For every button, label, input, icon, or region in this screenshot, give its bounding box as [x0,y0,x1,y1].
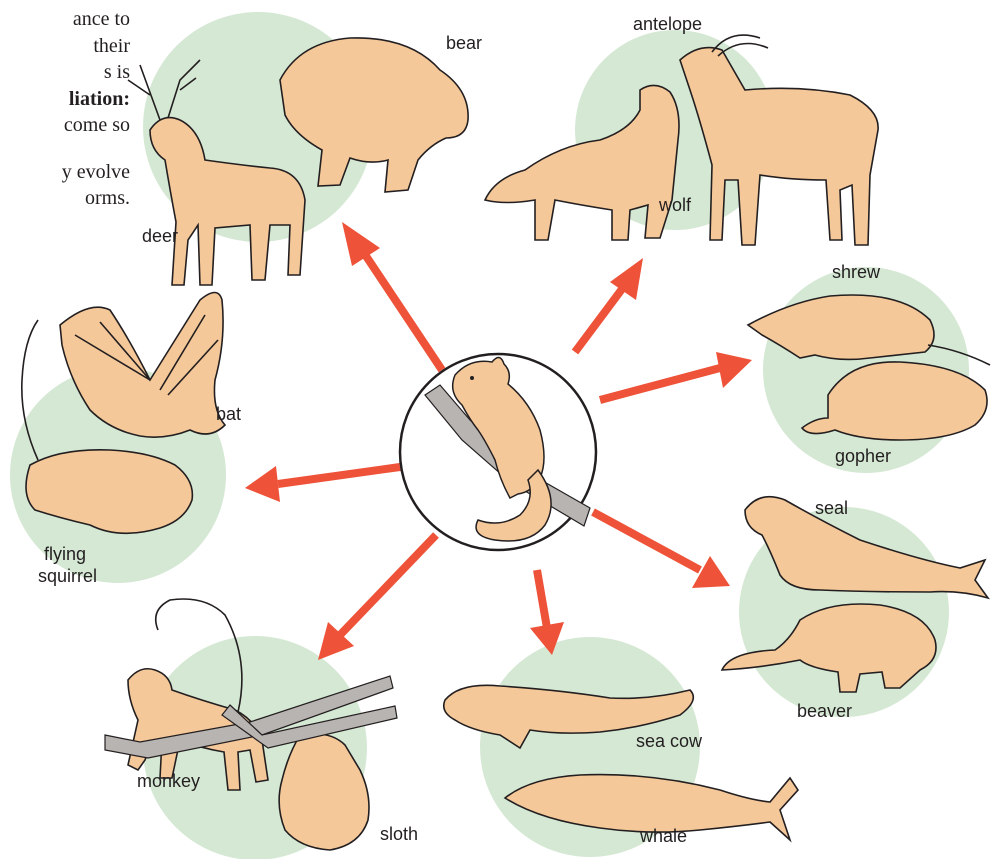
intro-line-6: y evolve [0,159,130,186]
intro-line-2: their [0,33,130,60]
label-monkey: monkey [137,771,200,791]
label-seal: seal [815,498,848,518]
label-bat: bat [216,404,241,424]
arrow-to-bat-squirrel [245,466,400,502]
label-antelope: antelope [633,14,702,34]
label-flying-squirrel-1: flying [44,544,86,564]
label-gopher: gopher [835,446,891,466]
label-wolf: wolf [659,195,691,215]
arrow-to-bear-deer [342,222,442,370]
intro-line-3: s is [0,59,130,86]
label-shrew: shrew [832,262,880,282]
label-whale: whale [640,826,687,846]
label-beaver: beaver [797,701,852,721]
label-sea-cow: sea cow [636,731,702,751]
label-deer: deer [142,226,178,246]
arrow-to-antelope-wolf [575,258,643,352]
intro-line-4: liation: [0,86,130,113]
label-sloth: sloth [380,824,418,844]
arrow-to-shrew-gopher [600,352,752,400]
intro-line-4-bold: liation: [69,88,130,110]
intro-line-7: orms. [0,185,130,212]
arrow-to-seal-beaver [593,512,730,588]
label-bear: bear [446,33,482,53]
intro-text: ance to their s is liation: come so y ev… [0,0,130,212]
intro-line-5: come so [0,112,130,139]
intro-line-1: ance to [0,6,130,33]
ancestral-mammal [400,354,596,550]
label-flying-squirrel-2: squirrel [38,566,97,586]
arrow-to-monkey-sloth [318,535,436,660]
